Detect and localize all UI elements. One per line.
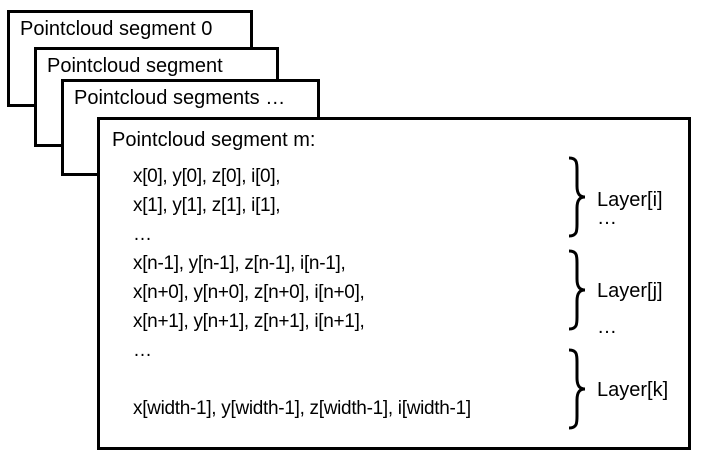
right-brace-icon xyxy=(568,249,586,331)
pointcloud-data-line: x[n-1], y[n-1], z[n-1], i[n-1], xyxy=(133,253,346,274)
pointcloud-data-lines: x[0], y[0], z[0], i[0], x[1], y[1], z[1]… xyxy=(133,162,471,423)
right-brace-icon xyxy=(568,156,586,238)
pointcloud-data-line: x[n+1], y[n+1], z[n+1], i[n+1], xyxy=(133,311,365,332)
pointcloud-data-line: … xyxy=(133,224,152,245)
layer-label: Layer[k] xyxy=(597,379,669,401)
right-brace-icon xyxy=(568,348,586,430)
main-box-title: Pointcloud segment m: xyxy=(112,129,316,151)
pointcloud-data-line: x[n+0], y[n+0], z[n+0], i[n+0], xyxy=(133,282,365,303)
layer-label: Layer[i] xyxy=(597,189,663,211)
pointcloud-data-line: x[0], y[0], z[0], i[0], xyxy=(133,166,281,187)
stack-box-1-label: Pointcloud segment xyxy=(47,55,223,77)
pointcloud-data-line: x[width-1], y[width-1], z[width-1], i[wi… xyxy=(133,398,471,419)
layer-ellipsis: … xyxy=(597,207,617,229)
pointcloud-data-line: x[1], y[1], z[1], i[1], xyxy=(133,195,281,216)
pointcloud-data-line: … xyxy=(133,340,152,361)
stack-box-0-label: Pointcloud segment 0 xyxy=(20,18,213,40)
main-box: Pointcloud segment m: x[0], y[0], z[0], … xyxy=(97,117,691,450)
pointcloud-data-line xyxy=(133,365,471,394)
stack-box-2-label: Pointcloud segments … xyxy=(74,87,286,109)
layer-ellipsis: … xyxy=(597,316,617,338)
layer-label: Layer[j] xyxy=(597,280,663,302)
